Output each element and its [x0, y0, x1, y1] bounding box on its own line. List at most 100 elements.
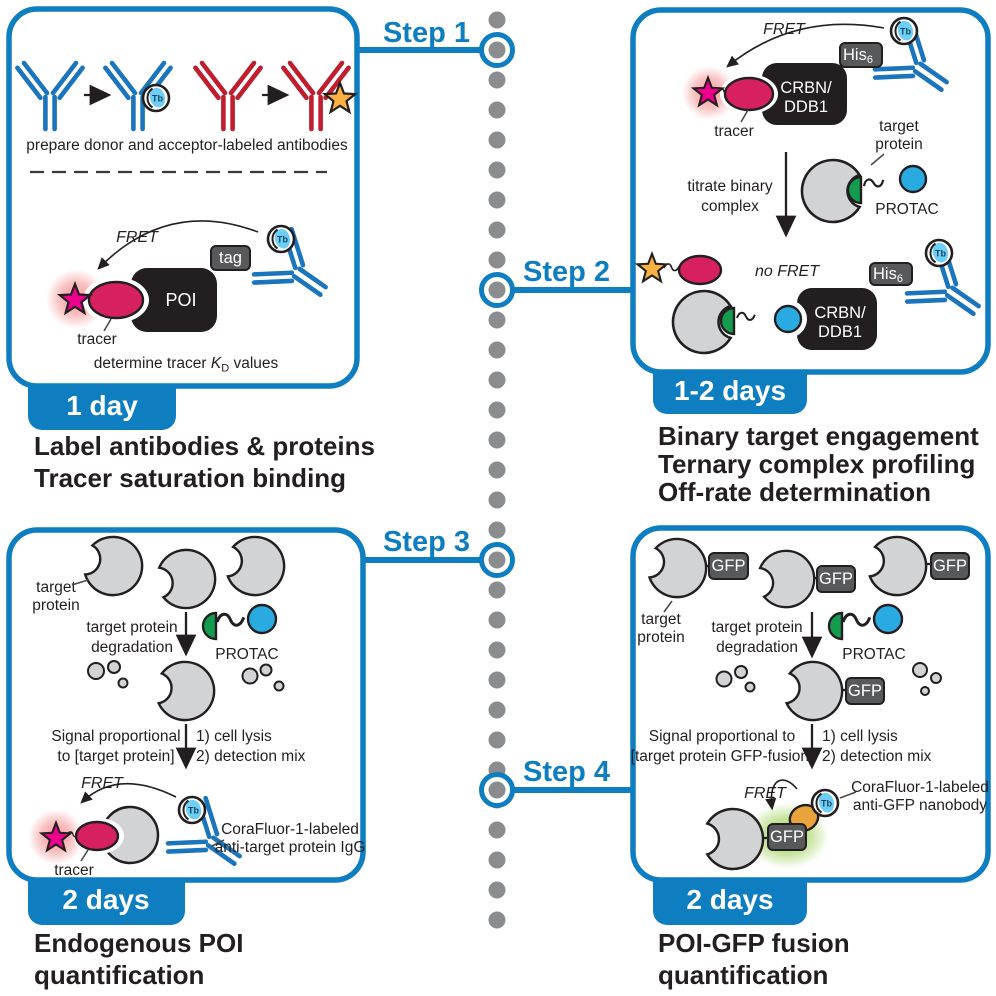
- tracer-pointer2: [740, 109, 749, 123]
- fret-arc3: [80, 782, 177, 804]
- target-protein-label-line1: target: [879, 118, 919, 135]
- poi-protein-shape: [131, 268, 217, 332]
- step3-label: Step 3: [383, 526, 470, 558]
- his6-label: His6: [843, 46, 873, 66]
- signal-label-line2: to [target protein]: [57, 748, 174, 765]
- debris-dot: [259, 663, 273, 677]
- panel1-kd-caption: determine tracer KD values: [94, 355, 279, 375]
- degrade-label-line1: target protein: [86, 619, 177, 636]
- protac-ligase-ligand-icon: [898, 164, 928, 194]
- protac-ligase-ligand-icon3: [246, 603, 278, 635]
- debris-dot: [87, 662, 105, 680]
- tag-label: tag: [219, 249, 242, 267]
- panel2-heading-line3: Off-rate determination: [658, 477, 931, 507]
- panel1-label-antibodies: 1 day Label antibodies & proteins Tracer…: [6, 6, 375, 493]
- debris-dot: [241, 667, 259, 685]
- gfp-box5: [767, 823, 807, 851]
- protac-ligase-ligand-icon2: [773, 304, 803, 334]
- gfp-label2: GFP: [819, 570, 853, 588]
- target-pointer3: [71, 579, 89, 586]
- mix-label4: 2) detection mix: [822, 748, 932, 765]
- fret-arc4: [765, 779, 798, 811]
- step4-connector: Step 4: [479, 756, 635, 808]
- tracer-ligand-shape2: [723, 76, 775, 112]
- mix-label: 2) detection mix: [196, 748, 306, 765]
- cora-label-line2: anti-target protein IgG: [215, 839, 366, 856]
- debris-dot: [920, 686, 930, 696]
- panel2-binary-engagement: 1-2 days Binary target engagement Ternar…: [630, 7, 995, 507]
- panel4-heading-line1: POI-GFP fusion: [658, 928, 850, 958]
- target-pointer4: [663, 600, 673, 613]
- tag-box: [210, 245, 251, 271]
- nanobody-pointer: [839, 791, 857, 799]
- panel3-heading-line1: Endogenous POI: [34, 928, 243, 958]
- gfp-label5: GFP: [770, 828, 804, 846]
- crbn-label-line2: DDB1: [784, 98, 828, 116]
- panel3-fret-label: FRET: [81, 775, 124, 792]
- degrade-label-line2: degradation: [91, 639, 173, 656]
- cora-label4-line2: anti-GFP nanobody: [853, 797, 987, 814]
- free-tracer-shape: [677, 254, 723, 286]
- panel1-heading-line2: Tracer saturation binding: [34, 463, 346, 493]
- gfp-label4: GFP: [848, 682, 882, 700]
- protac-label: PROTAC: [875, 201, 938, 218]
- tracer-pointer: [103, 318, 112, 332]
- titrate-label-line1: titrate binary: [687, 178, 773, 195]
- step3-connector: Step 3: [361, 526, 515, 578]
- protac-label3: PROTAC: [215, 646, 278, 663]
- step2-label: Step 2: [523, 256, 610, 288]
- fret-arc: [97, 220, 259, 270]
- protac-ligase-ligand-icon4: [872, 603, 904, 635]
- panel2-fret-label: FRET: [763, 21, 806, 38]
- target-label-line1: target: [36, 579, 76, 596]
- gfp-box4: [845, 677, 885, 705]
- his6-label2: His6: [873, 265, 903, 285]
- cora-label4-line1: CoraFluor-1-labeled: [851, 779, 989, 796]
- panel4-gfp-fusion: 2 days POI-GFP fusion quantification GFP…: [630, 525, 991, 990]
- lysis-label4: 1) cell lysis: [822, 728, 898, 745]
- crbn2-label-line2: DDB1: [818, 323, 862, 341]
- tracer-label2: tracer: [714, 123, 754, 140]
- target-label4-line1: target: [641, 611, 681, 628]
- gfp-label1: GFP: [712, 557, 746, 575]
- debris-dot: [734, 665, 748, 679]
- signal-label4-line1: Signal proportional to: [649, 728, 796, 745]
- fret-arc2: [726, 23, 885, 68]
- step1-connector: Step 1: [356, 17, 515, 68]
- tracer-ligand-shape: [87, 280, 145, 320]
- lysis-label: 1) cell lysis: [196, 728, 272, 745]
- no-fret-label: no FRET: [755, 263, 820, 280]
- target-label-line2: protein: [32, 597, 79, 614]
- tracer-pointer3: [80, 849, 89, 862]
- panel2-heading-line2: Ternary complex profiling: [658, 449, 975, 479]
- crbn2-label-line1: CRBN/: [814, 304, 866, 322]
- his6-box: [839, 42, 883, 68]
- panel4-duration: 2 days: [686, 884, 773, 915]
- debris-dot: [107, 660, 121, 674]
- tracer-ligand-shape3: [74, 820, 120, 852]
- crbn-ddb1-shape: [762, 63, 847, 125]
- igg-pointer: [211, 839, 225, 847]
- step4-label: Step 4: [523, 756, 610, 788]
- debris-dot: [912, 662, 928, 678]
- tracer-label3: tracer: [54, 862, 94, 879]
- panel2-heading-line1: Binary target engagement: [658, 421, 979, 451]
- debris-dot: [273, 680, 285, 692]
- signal-label4-line2: [target protein GFP-fusion]: [631, 748, 814, 765]
- target-pointer: [870, 153, 885, 166]
- panel4-fret-label: FRET: [744, 785, 787, 802]
- step1-label: Step 1: [383, 17, 470, 49]
- protac-label4: PROTAC: [842, 646, 905, 663]
- gfp-box3: [930, 552, 970, 580]
- degrade-label4-line1: target protein: [711, 619, 802, 636]
- panel4-heading-line2: quantification: [658, 960, 828, 990]
- titrate-label-line2: complex: [701, 198, 759, 215]
- signal-label-line1: Signal proportional: [51, 728, 180, 745]
- panel3-duration: 2 days: [62, 884, 149, 915]
- gfp-box2: [816, 565, 856, 593]
- gfp-label3: GFP: [933, 557, 967, 575]
- panel2-duration: 1-2 days: [674, 375, 786, 406]
- degrade-label4-line2: degradation: [716, 639, 798, 656]
- tracer-label: tracer: [77, 331, 117, 348]
